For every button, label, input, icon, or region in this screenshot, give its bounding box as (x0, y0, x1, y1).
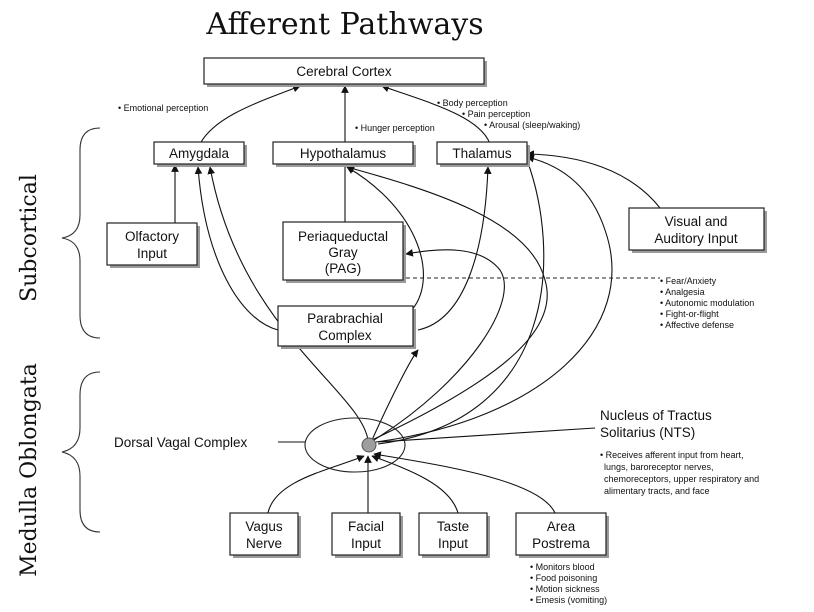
vagus-line-2: Nerve (246, 536, 282, 551)
edge-parabrachial-amygdala (194, 166, 279, 331)
pathway-edges (171, 84, 661, 514)
dorsal-vagal-complex-label: Dorsal Vagal Complex (114, 435, 248, 450)
nts-desc-line: lungs, baroreceptor nerves, (604, 462, 714, 472)
visual-line-2: Auditory Input (654, 231, 738, 246)
edge-thalamus-cortex (381, 84, 491, 145)
facial-line-1: Facial (348, 519, 384, 534)
medulla-brace (61, 371, 101, 533)
postrema-line-1: Area (547, 519, 576, 534)
pag-line-3: (PAG) (325, 261, 362, 276)
box-hypothalamus: Hypothalamus (272, 141, 416, 167)
box-area-postrema: Area Postrema (515, 512, 609, 558)
nts-title-line-2: Solitarius (NTS) (600, 425, 695, 440)
parabrachial-line-2: Complex (318, 328, 372, 343)
edge-parabrachial-hypothalamus (346, 166, 424, 313)
parabrachial-line-1: Parabrachial (307, 311, 383, 326)
box-facial: Facial Input (331, 512, 403, 558)
edge-nts-pag (373, 249, 505, 441)
pag-effect-item: • Autonomic modulation (660, 298, 754, 308)
postrema-note-item: • Food poisoning (530, 573, 597, 583)
vagus-line-1: Vagus (245, 519, 283, 534)
box-pag: Periaqueductal Gray (PAG) (282, 221, 406, 283)
edge-nts-parabrachial (371, 349, 419, 441)
cortex-line-1: Cerebral Cortex (296, 64, 392, 79)
pag-effect-item: • Affective defense (660, 320, 734, 330)
nts-description: • Receives afferent input from heart, lu… (600, 450, 759, 496)
box-cortex: Cerebral Cortex (203, 57, 487, 87)
postrema-line-2: Postrema (532, 536, 590, 551)
edge-amygdala-cortex (199, 84, 301, 145)
edge-vagus-nts (267, 455, 365, 514)
edge-parabrachial-thalamus (417, 166, 492, 331)
box-parabrachial: Parabrachial Complex (277, 305, 416, 349)
medulla-label: Medulla Oblongata (17, 363, 42, 577)
thalamus-line-1: Thalamus (452, 146, 512, 161)
svg-text:Cerebral Cortex: Cerebral Cortex (296, 64, 392, 79)
edge-nts-amygdala (207, 166, 369, 441)
annotation-emotional: • Emotional perception (118, 103, 208, 113)
subcortical-label: Subcortical (17, 174, 42, 302)
nts-node (361, 437, 377, 453)
edge-nts-thalamus-2 (377, 159, 545, 445)
visual-line-1: Visual and (665, 214, 728, 229)
box-thalamus: Thalamus (436, 141, 530, 167)
box-taste: Taste Input (418, 512, 490, 558)
box-olfactory: Olfactory Input (106, 222, 200, 268)
edge-nts-thalamus (375, 154, 613, 443)
postrema-note-item: • Emesis (vomiting) (530, 595, 607, 605)
nts-desc-line: alimentary tracts, and face (604, 486, 710, 496)
nts-desc-line: • Receives afferent input from heart, (600, 450, 744, 460)
box-amygdala: Amygdala (153, 141, 247, 167)
postrema-note-item: • Monitors blood (530, 562, 595, 572)
facial-line-2: Input (351, 536, 381, 551)
annotation-hunger: • Hunger perception (355, 123, 435, 133)
postrema-notes: • Monitors blood • Food poisoning • Moti… (530, 562, 607, 605)
olfactory-line-1: Olfactory (125, 229, 179, 244)
annotation-pain: • Pain perception (462, 109, 530, 119)
box-vagus: Vagus Nerve (229, 512, 301, 558)
annotation-arousal: • Arousal (sleep/waking) (484, 120, 580, 130)
postrema-note-item: • Motion sickness (530, 584, 600, 594)
edge-nts-label-pointer (377, 427, 596, 443)
taste-line-2: Input (438, 536, 468, 551)
edge-nts-hypothalamus (346, 165, 548, 441)
olfactory-line-2: Input (137, 246, 167, 261)
diagram-title: Afferent Pathways (205, 7, 483, 42)
box-visual-auditory: Visual and Auditory Input (628, 207, 767, 253)
edge-taste-nts (371, 454, 459, 514)
pag-effect-item: • Analgesia (660, 287, 705, 297)
nts-desc-line: chemoreceptors, upper respiratory and (604, 474, 759, 484)
taste-line-1: Taste (437, 519, 469, 534)
hypothalamus-line-1: Hypothalamus (300, 146, 387, 161)
edge-visual-thalamus (526, 150, 661, 209)
pag-line-2: Gray (328, 245, 358, 260)
subcortical-brace (61, 127, 101, 339)
pag-line-1: Periaqueductal (298, 229, 388, 244)
pag-effect-item: • Fear/Anxiety (660, 276, 717, 286)
pag-effect-item: • Fight-or-flight (660, 309, 719, 319)
dorsal-vagal-complex-ellipse (304, 417, 406, 473)
nts-title-line-1: Nucleus of Tractus (600, 408, 712, 423)
edge-postrema-nts (373, 451, 556, 514)
annotation-body: • Body perception (437, 98, 508, 108)
pag-effects-list: • Fear/Anxiety • Analgesia • Autonomic m… (660, 276, 754, 330)
amygdala-line-1: Amygdala (169, 146, 230, 161)
